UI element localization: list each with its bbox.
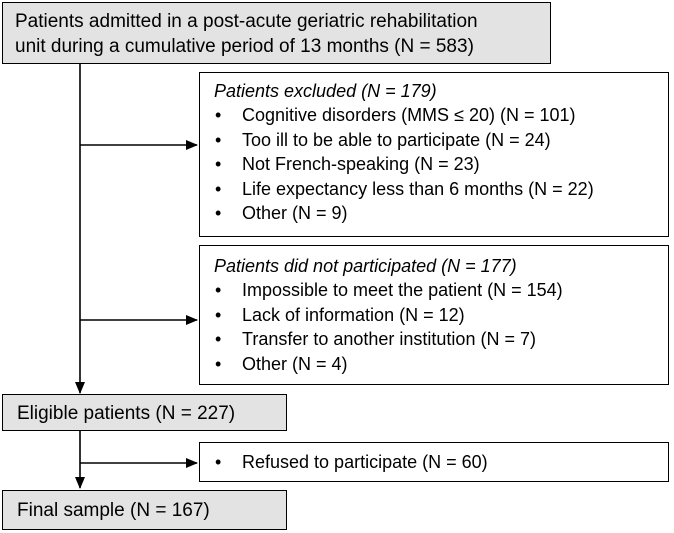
excluded-item: Life expectancy less than 6 months (N = … bbox=[214, 177, 668, 202]
admitted-line-2: unit during a cumulative period of 13 mo… bbox=[15, 36, 474, 57]
refused-box: Refused to participate (N = 60) bbox=[199, 442, 669, 482]
excluded-item: Other (N = 9) bbox=[214, 201, 668, 226]
refused-item: Refused to participate (N = 60) bbox=[214, 450, 668, 475]
excluded-box: Patients excluded (N = 179) Cognitive di… bbox=[199, 72, 669, 237]
excluded-item: Not French-speaking (N = 23) bbox=[214, 152, 668, 177]
refused-list: Refused to participate (N = 60) bbox=[214, 450, 668, 475]
not-participated-box: Patients did not participated (N = 177) … bbox=[199, 245, 669, 385]
not-participated-item: Lack of information (N = 12) bbox=[214, 303, 668, 328]
not-participated-item: Other (N = 4) bbox=[214, 352, 668, 377]
not-participated-item: Transfer to another institution (N = 7) bbox=[214, 327, 668, 352]
excluded-item: Cognitive disorders (MMS ≤ 20) (N = 101) bbox=[214, 103, 668, 128]
excluded-list: Cognitive disorders (MMS ≤ 20) (N = 101)… bbox=[214, 103, 668, 226]
final-label: Final sample (N = 167) bbox=[17, 500, 210, 521]
not-participated-title: Patients did not participated (N = 177) bbox=[214, 256, 517, 276]
not-participated-item: Impossible to meet the patient (N = 154) bbox=[214, 278, 668, 303]
eligible-label: Eligible patients (N = 227) bbox=[17, 403, 236, 424]
eligible-box: Eligible patients (N = 227) bbox=[2, 394, 287, 431]
final-box: Final sample (N = 167) bbox=[2, 490, 287, 530]
admitted-line-1: Patients admitted in a post-acute geriat… bbox=[15, 11, 478, 32]
excluded-item: Too ill to be able to participate (N = 2… bbox=[214, 128, 668, 153]
not-participated-list: Impossible to meet the patient (N = 154)… bbox=[214, 278, 668, 376]
excluded-title: Patients excluded (N = 179) bbox=[214, 81, 437, 101]
admitted-box: Patients admitted in a post-acute geriat… bbox=[2, 2, 551, 64]
